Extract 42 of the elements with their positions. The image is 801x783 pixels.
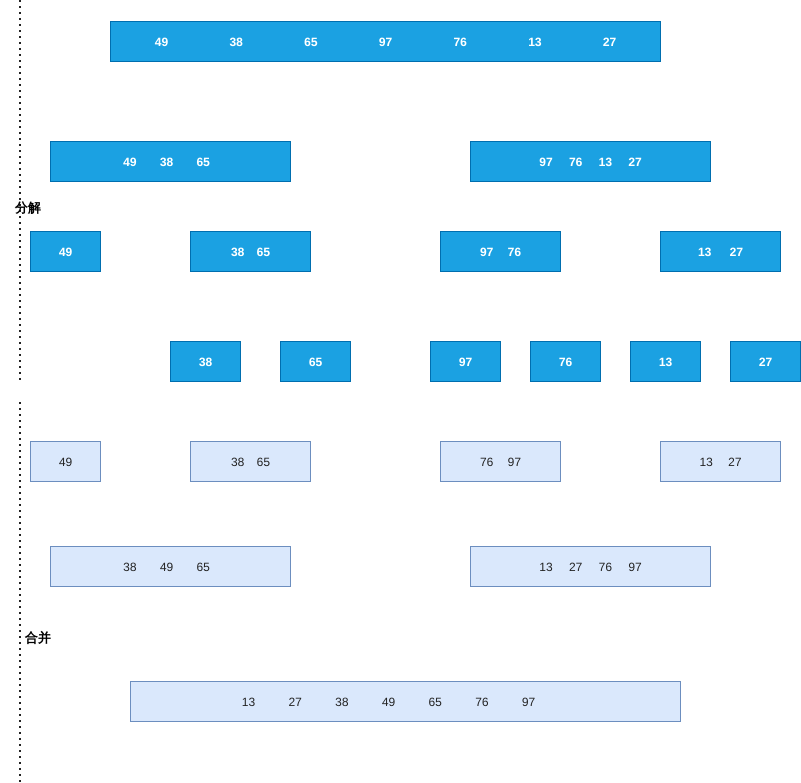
array-box (470, 141, 711, 182)
array-box (110, 21, 661, 62)
array-box (430, 341, 501, 382)
array-box (440, 441, 561, 482)
array-box (50, 546, 291, 587)
number-list: 49 38 65 97 76 13 27 (154, 34, 616, 48)
number-list: 38 49 65 (123, 560, 210, 574)
array-box (30, 231, 101, 272)
number-list: 49 (58, 454, 72, 468)
array-box (730, 341, 801, 382)
number-list: 49 38 65 (123, 154, 210, 168)
number-list: 13 (658, 354, 672, 368)
array-box (190, 231, 311, 272)
array-box (440, 231, 561, 272)
number-list: 76 (558, 354, 572, 368)
number-list: 38 65 (230, 454, 270, 468)
array-box (630, 341, 701, 382)
array-box (470, 546, 711, 587)
array-box (660, 441, 781, 482)
array-box (30, 441, 101, 482)
number-list: 38 65 (230, 244, 270, 258)
section-label: 分解 (15, 200, 41, 215)
number-list: 27 (758, 354, 772, 368)
array-box (660, 231, 781, 272)
array-box (190, 441, 311, 482)
array-box (170, 341, 241, 382)
number-list: 13 27 76 97 (539, 560, 642, 574)
array-box (280, 341, 351, 382)
number-list: 97 76 (480, 244, 522, 258)
number-list: 49 (58, 244, 72, 258)
array-box (130, 681, 681, 722)
section-label: 合并 (25, 630, 51, 645)
array-box (530, 341, 601, 382)
number-list: 38 (198, 354, 212, 368)
number-list: 13 27 (699, 454, 742, 468)
number-list: 97 76 13 27 (539, 154, 642, 168)
number-list: 65 (308, 354, 322, 368)
number-list: 76 97 (480, 454, 522, 468)
number-list: 97 (458, 354, 472, 368)
number-list: 13 27 (698, 244, 744, 258)
array-box (50, 141, 291, 182)
number-list: 13 27 38 49 65 76 97 (242, 694, 536, 708)
